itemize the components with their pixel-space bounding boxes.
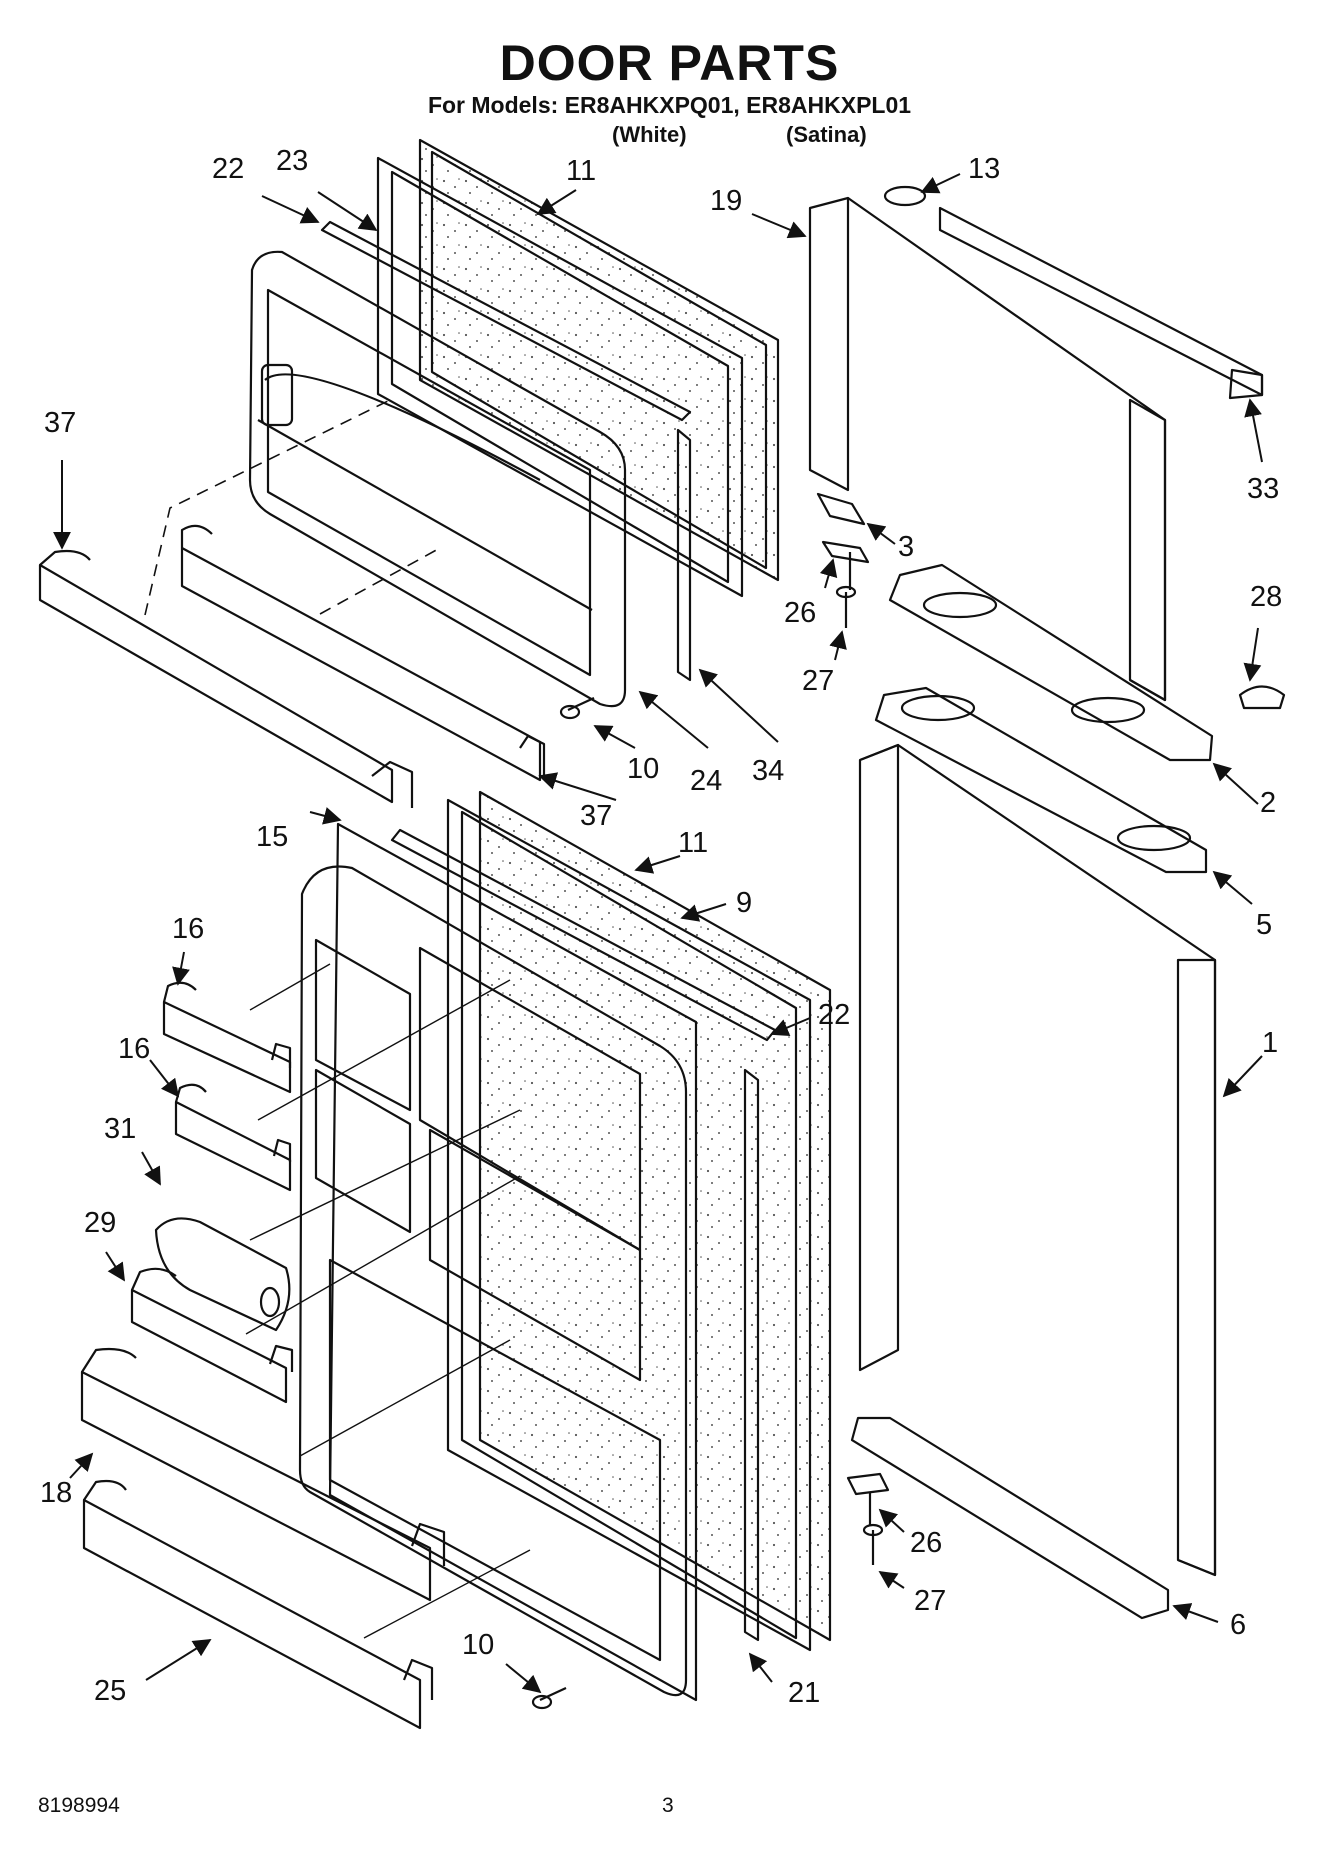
hinge-screw bbox=[835, 585, 857, 628]
callout-24: 24 bbox=[690, 765, 722, 797]
models-subtitle: For Models: ER8AHKXPQ01, ER8AHKXPL01 bbox=[427, 92, 912, 118]
callout-19: 19 bbox=[710, 185, 742, 217]
fresh-food-door-liner bbox=[298, 822, 698, 1702]
callout-16-lower: 16 bbox=[118, 1033, 150, 1065]
bottom-hinge-plate bbox=[846, 1472, 890, 1526]
freezer-breaker-strip-top bbox=[320, 220, 692, 422]
fresh-food-outer-door bbox=[858, 743, 1217, 1577]
callout-1: 1 bbox=[1262, 1027, 1278, 1059]
door-bin-small-2 bbox=[174, 1083, 292, 1192]
top-hinge-cover bbox=[938, 206, 1264, 400]
dairy-door bbox=[154, 1217, 291, 1332]
freezer-shelf-bin-inner bbox=[180, 524, 546, 782]
callout-23: 23 bbox=[276, 145, 308, 177]
callout-29: 29 bbox=[84, 1207, 116, 1239]
callout-31: 31 bbox=[104, 1113, 136, 1145]
callout-27-lower: 27 bbox=[914, 1585, 946, 1617]
bin-association-lines bbox=[245, 963, 531, 1639]
callout-37-upper: 37 bbox=[44, 407, 76, 439]
bottom-hinge-cover bbox=[850, 1416, 1170, 1620]
bottom-hinge-screw bbox=[862, 1523, 884, 1565]
color-label-white: (White) bbox=[612, 122, 687, 147]
hinge-cover-frame bbox=[808, 196, 1167, 702]
callout-22-upper: 22 bbox=[212, 153, 244, 185]
callout-11-upper: 11 bbox=[566, 155, 596, 187]
page-title: DOOR PARTS bbox=[499, 35, 840, 91]
callout-9: 9 bbox=[736, 887, 752, 919]
callout-16-upper: 16 bbox=[172, 913, 204, 945]
callout-10-lower: 10 bbox=[462, 1629, 494, 1661]
freezer-breaker-strip-side bbox=[676, 428, 692, 682]
callout-21: 21 bbox=[788, 1677, 820, 1709]
callout-15: 15 bbox=[256, 821, 288, 853]
handle-upper bbox=[888, 563, 1214, 762]
hinge-pin bbox=[821, 540, 870, 590]
callout-25: 25 bbox=[94, 1675, 126, 1707]
callout-27-upper: 27 bbox=[802, 665, 834, 697]
door-bin-bottom bbox=[82, 1479, 434, 1730]
callout-labels: 22 23 11 19 13 37 33 3 26 27 28 10 24 34… bbox=[40, 145, 1282, 1709]
freezer-foam-panel bbox=[418, 138, 780, 582]
hole-plug bbox=[1238, 685, 1286, 710]
door-bin-medium bbox=[130, 1267, 294, 1404]
callout-10-upper: 10 bbox=[627, 753, 659, 785]
callout-11-lower: 11 bbox=[678, 827, 708, 859]
callout-34: 34 bbox=[752, 755, 784, 787]
door-bin-large bbox=[80, 1347, 446, 1602]
document-number: 8198994 bbox=[38, 1794, 120, 1817]
callout-13: 13 bbox=[968, 153, 1000, 185]
callout-18: 18 bbox=[40, 1477, 72, 1509]
handle-lower bbox=[874, 686, 1208, 874]
freezer-shelf-bin-outer bbox=[38, 549, 414, 808]
callout-arrows bbox=[53, 173, 1263, 1694]
callout-26-lower: 26 bbox=[910, 1527, 942, 1559]
callout-26-upper: 26 bbox=[784, 597, 816, 629]
liner-screw bbox=[531, 1687, 567, 1710]
fresh-food-breaker-strip bbox=[390, 828, 777, 1642]
callout-37-lower: 37 bbox=[580, 800, 612, 832]
freezer-door-liner bbox=[248, 250, 627, 708]
callout-33: 33 bbox=[1247, 473, 1279, 505]
page-number: 3 bbox=[662, 1794, 674, 1817]
hinge-plate bbox=[816, 492, 866, 526]
callout-5: 5 bbox=[1256, 909, 1272, 941]
callout-3: 3 bbox=[898, 531, 914, 563]
assembly-dashed-lines bbox=[144, 399, 441, 616]
fresh-food-gasket bbox=[446, 798, 812, 1652]
hinge-shim bbox=[883, 185, 927, 207]
upper-liner-screw bbox=[559, 697, 595, 720]
callout-2: 2 bbox=[1260, 787, 1276, 819]
color-label-satina: (Satina) bbox=[786, 122, 867, 147]
callout-22-lower: 22 bbox=[818, 999, 850, 1031]
callout-28: 28 bbox=[1250, 581, 1282, 613]
fresh-food-foam-panel bbox=[478, 790, 832, 1642]
door-bin-small-1 bbox=[162, 981, 292, 1094]
callout-6: 6 bbox=[1230, 1609, 1246, 1641]
